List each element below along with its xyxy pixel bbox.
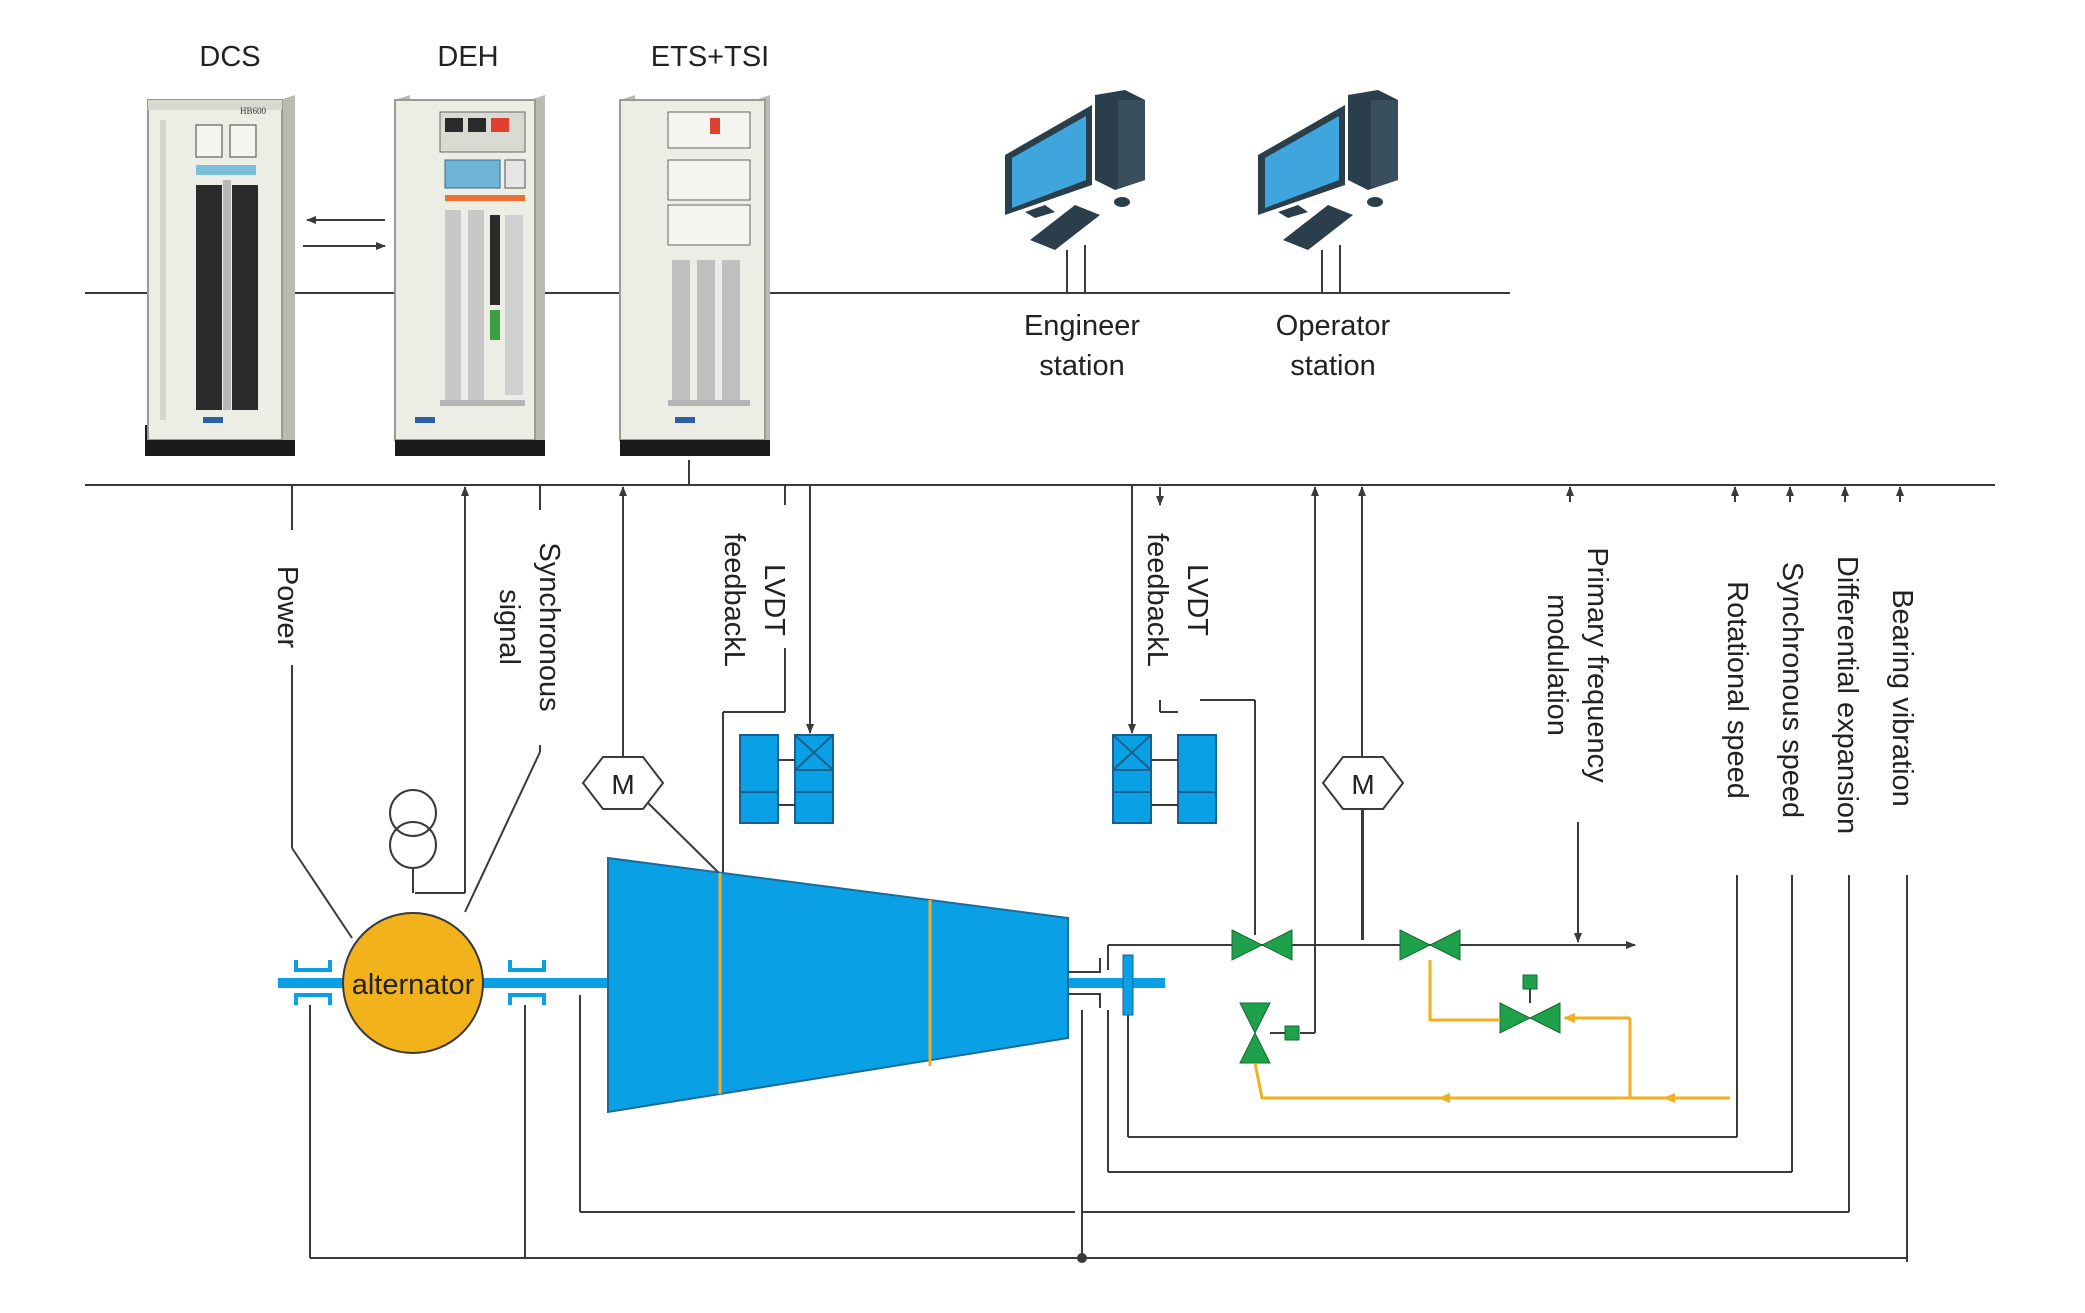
motor-icon-left <box>581 756 665 810</box>
workstation-label-operator-2: station <box>1290 350 1375 382</box>
signal-label-synchronous-signal-1: Synchronous <box>533 542 565 711</box>
svg-text:HB600: HB600 <box>240 106 267 116</box>
steam-turbine-icon <box>607 856 1069 1114</box>
cabinet-label-ets-tsi: ETS+TSI <box>651 41 769 73</box>
motor-icon-right <box>1321 756 1405 810</box>
bearing-icon-right <box>508 960 546 1005</box>
motor-label-right: M <box>1351 769 1374 800</box>
cabinet-label-deh: DEH <box>437 41 498 73</box>
signal-label-lvdt-right-1: LVDT <box>1181 564 1213 636</box>
lvdt-actuator-icon-left <box>739 734 834 824</box>
control-cabinet-icon-ets-tsi <box>619 95 770 456</box>
signal-label-synchronous-signal-2: signal <box>493 589 525 665</box>
signal-label-bearing-vibration: Bearing vibration <box>1886 589 1918 807</box>
oil-lines <box>1253 960 1730 1103</box>
control-cabinet-icon-deh <box>394 95 545 456</box>
signal-label-power: Power <box>271 566 303 649</box>
valve-icon-oil <box>1499 974 1561 1034</box>
valve-icon-main-2 <box>1399 929 1461 961</box>
signal-label-differential-expansion: Differential expansion <box>1831 556 1863 834</box>
signal-label-primary-frequency-1: Primary frequency <box>1581 547 1613 783</box>
transformer-icon <box>389 789 437 893</box>
signal-label-lvdt-right-2: feedbackL <box>1141 533 1173 667</box>
valve-icon-main-1 <box>1231 929 1293 961</box>
valve-icon-vertical <box>1239 1002 1300 1064</box>
motor-label-left: M <box>611 769 634 800</box>
alternator <box>342 912 484 1054</box>
signal-label-lvdt-left-2: feedbackL <box>718 533 750 667</box>
signal-label-synchronous-speed: Synchronous speed <box>1776 562 1808 818</box>
workstation-label-engineer-1: Engineer <box>1024 310 1140 342</box>
workstation-label-operator-1: Operator <box>1276 310 1391 342</box>
signal-label-rotational-speed: Rotational speed <box>1721 581 1753 799</box>
alternator-label: alternator <box>352 969 475 1001</box>
signal-label-primary-frequency-2: modulation <box>1541 594 1573 736</box>
control-cabinet-icon-dcs: HB600 <box>145 95 295 456</box>
lvdt-actuator-icon-right <box>1112 734 1217 824</box>
cabinet-label-dcs: DCS <box>199 41 260 73</box>
workstation-label-engineer-2: station <box>1039 350 1124 382</box>
desktop-computer-icon-engineer <box>1005 90 1145 293</box>
signal-lines <box>291 485 1908 1263</box>
bearing-icon-left <box>294 960 332 1005</box>
signal-label-lvdt-left-1: LVDT <box>758 564 790 636</box>
desktop-computer-icon-operator <box>1258 90 1398 293</box>
